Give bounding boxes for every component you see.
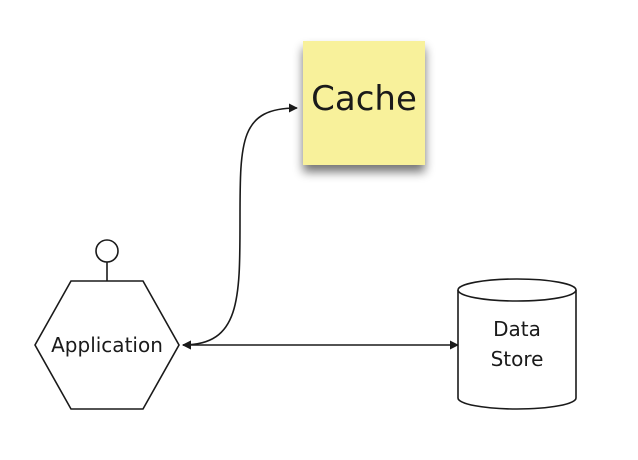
cache-label: Cache — [311, 79, 417, 119]
data-store-top — [457, 278, 577, 302]
data-store-body — [457, 290, 577, 410]
data-store-label-line1: Data — [493, 317, 541, 341]
cache-sticky-note[interactable]: Cache — [303, 41, 425, 165]
cache-note-background — [303, 41, 425, 165]
application-node[interactable]: Application — [34, 239, 180, 410]
application-label: Application — [51, 333, 163, 357]
application-hexagon — [34, 280, 180, 410]
data-store-node[interactable]: Data Store — [457, 278, 577, 410]
interface-lollipop-icon — [95, 239, 119, 263]
data-store-label-line2: Store — [491, 347, 544, 371]
app-cache-connector[interactable] — [182, 103, 298, 350]
